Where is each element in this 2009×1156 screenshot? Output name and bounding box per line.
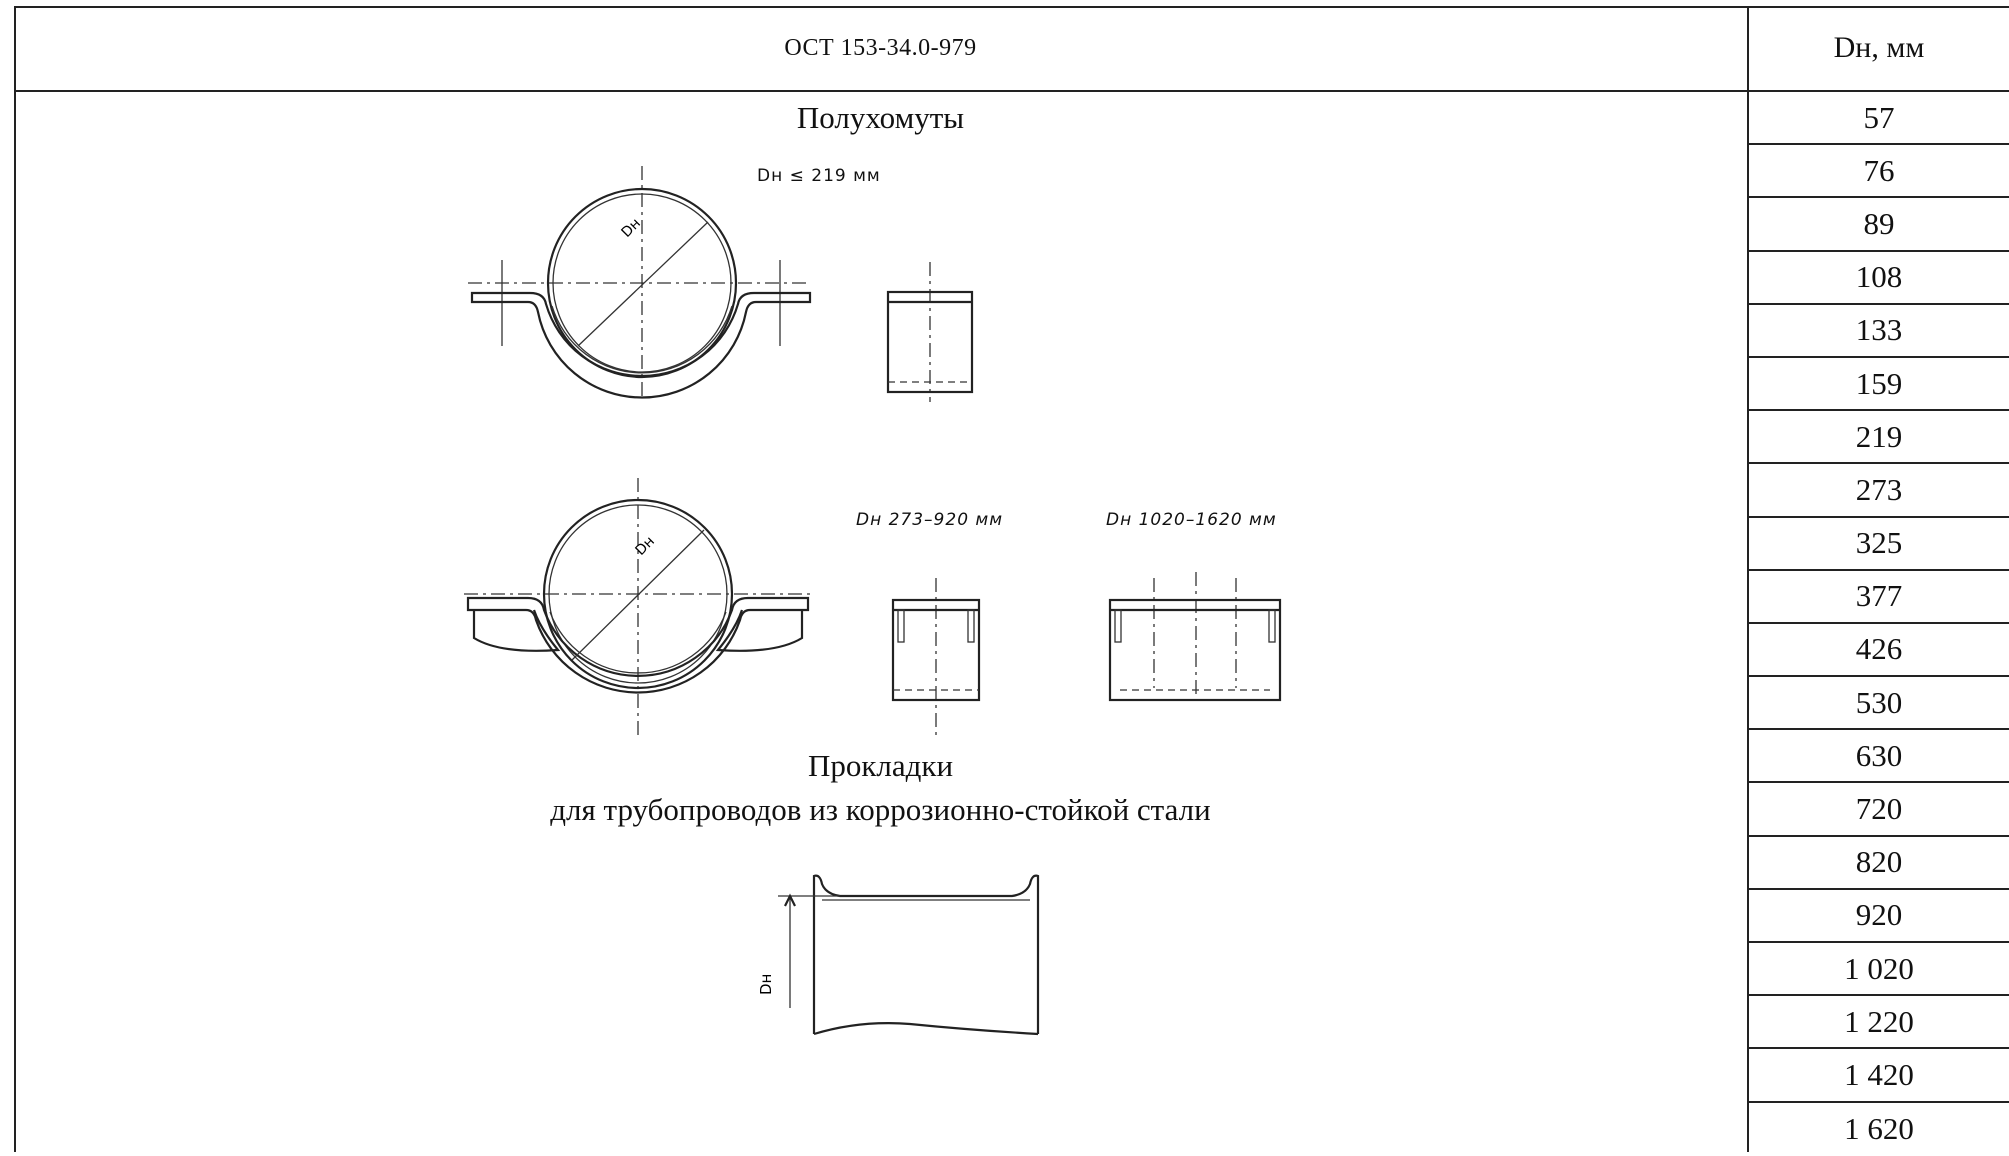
dn-value-row: 159 [1749,358,2009,412]
dn-value-row: 108 [1749,252,2009,305]
dn-value-row: 377 [1749,571,2009,624]
dn-value-row: 530 [1749,677,2009,731]
dn-value-row: 1 420 [1749,1049,2009,1103]
dn-column-header: Dн, мм [1833,31,1925,64]
range-label-large: Dн 1020–1620 мм [1106,510,1277,530]
dn-value-list: 57 76 89 108 133 159 219 273 325 377 426… [1749,92,2009,1156]
half-clamps-title: Полухомуты [796,100,965,135]
half-clamp-medium-side-view [891,578,981,738]
dn-value-row: 820 [1749,837,2009,890]
dn-value-row: 1 020 [1749,943,2009,997]
dn-value-row: 76 [1749,145,2009,199]
dn-value-row: 57 [1749,92,2009,146]
diameter-mark-medium: Dн [633,533,658,558]
table-frame [14,6,2009,1152]
standard-code-header: ОСТ 153-34.0-979 [784,34,977,61]
half-clamp-xlarge-side-view [1108,572,1282,702]
dn-value-row: 133 [1749,305,2009,358]
range-label-small: Dн ≤ 219 мм [757,166,881,186]
dn-value-row: 219 [1749,411,2009,465]
dn-value-row: 720 [1749,783,2009,837]
column-divider [1747,6,1749,1152]
dn-value-row: 1 220 [1749,996,2009,1050]
header-divider [14,90,2009,92]
dn-value-row: 920 [1749,890,2009,943]
half-clamp-small-side-view [886,262,974,402]
dn-value-row: 630 [1749,730,2009,784]
gaskets-title: Прокладки [807,748,954,783]
dn-value-row: 273 [1749,464,2009,518]
diameter-mark-small: Dн [619,215,644,240]
diameter-mark-gasket: Dн [757,974,775,995]
dn-value-row: 426 [1749,624,2009,678]
half-clamp-small-front-view [468,166,812,399]
dn-value-row: 325 [1749,518,2009,571]
gasket-drawing [778,874,1040,1036]
dn-value-row: 89 [1749,198,2009,252]
gaskets-subtitle: для трубопроводов из коррозионно-стойкой… [550,792,1211,827]
dn-value-row: 1 620 [1844,1111,1914,1147]
range-label-medium: Dн 273–920 мм [856,510,1004,530]
half-clamp-large-front-view [464,478,810,738]
